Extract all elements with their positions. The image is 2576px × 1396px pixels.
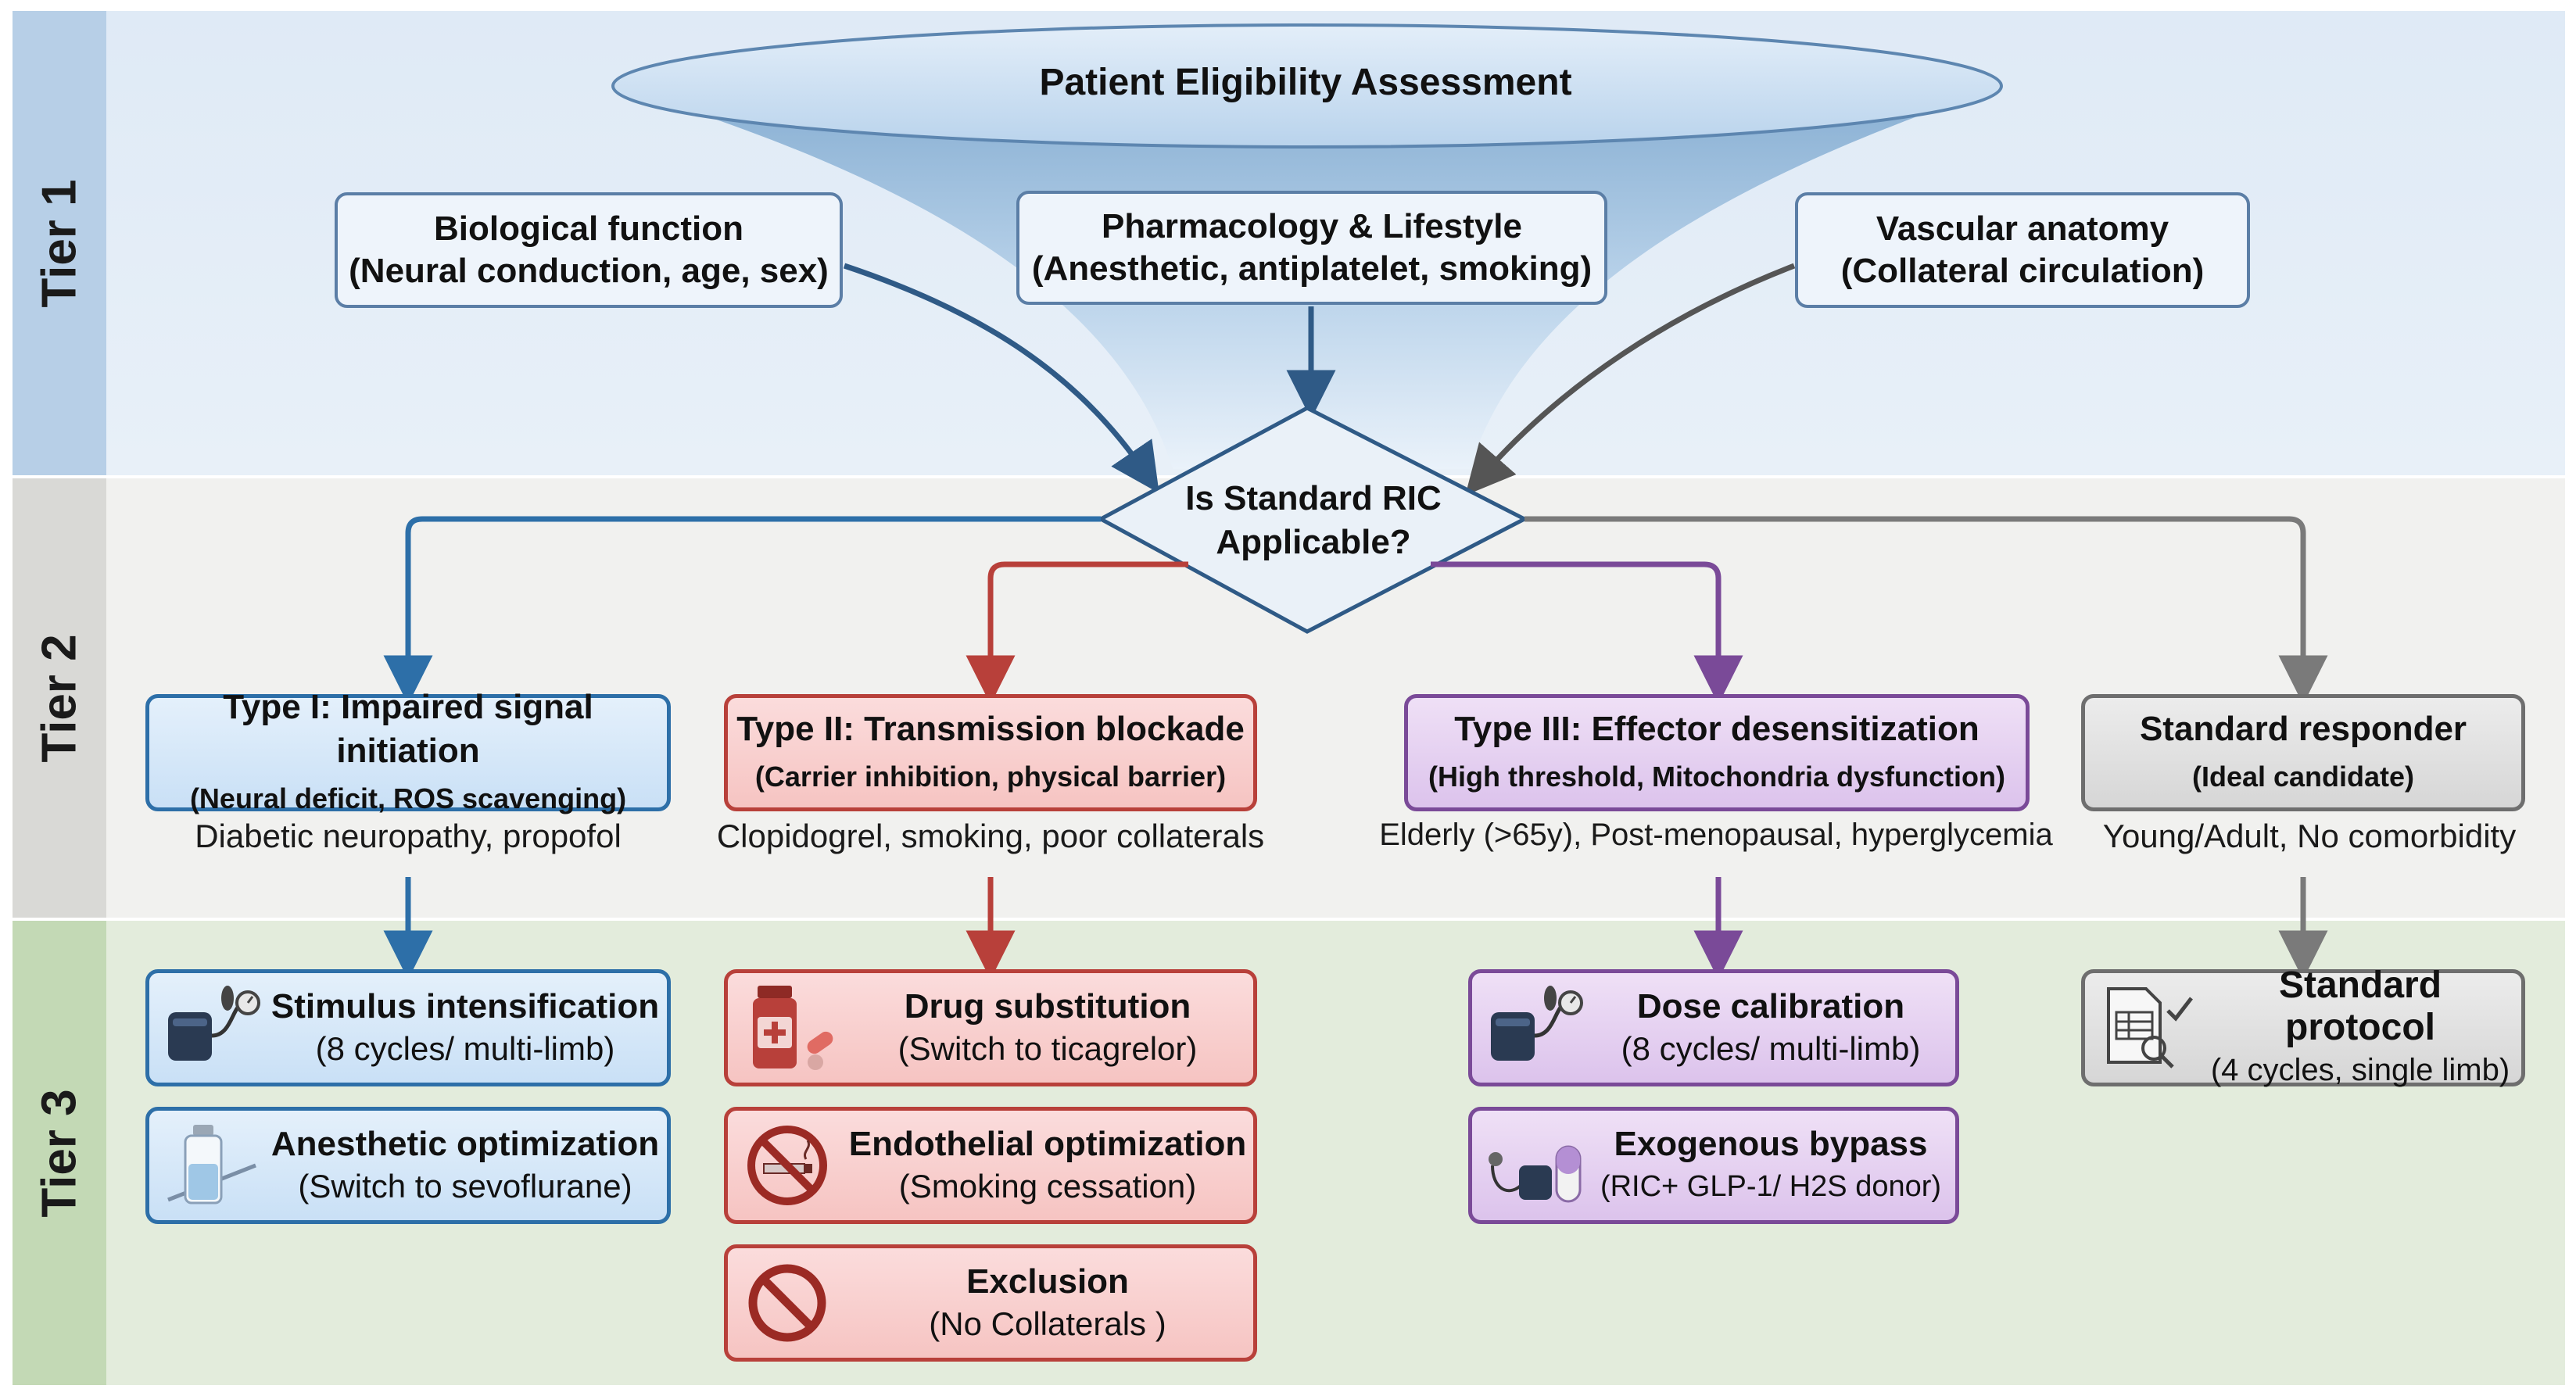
tier3-box-endothelial-optimization: Endothelial optimization (Smoking cessat… <box>724 1107 1257 1224</box>
tier1-box-vascular: Vascular anatomy (Collateral circulation… <box>1795 192 2250 308</box>
no-smoking-icon <box>747 1126 827 1205</box>
tier3-box-standard-protocol: Standard protocol (4 cycles, single limb… <box>2081 965 2525 1087</box>
tier3-label: Tier 3 <box>13 921 106 1385</box>
tier2-desc-type1: Diabetic neuropathy, propofol <box>195 818 622 854</box>
tier1-box-pharmacology: Pharmacology & Lifestyle (Anesthetic, an… <box>1016 191 1607 305</box>
arrow-vascular-to-decision <box>1465 263 1796 496</box>
protocol-checklist-icon <box>2107 987 2193 1068</box>
tier3-box-anesthetic-optimization: Anesthetic optimization (Switch to sevof… <box>145 1107 671 1224</box>
funnel-title: Patient Eligibility Assessment <box>1039 62 1572 103</box>
funnel-rim <box>611 23 2003 149</box>
branch-type3 <box>1431 561 1743 705</box>
anesthetic-vial-icon <box>167 1125 256 1204</box>
tier1-label: Tier 1 <box>13 11 106 475</box>
tier2-label: Tier 2 <box>13 478 106 918</box>
tier2-box-type2: Type II: Transmission blockade (Carrier … <box>724 694 1257 811</box>
decision-diamond <box>1096 406 1529 634</box>
tier2-desc-type3: Elderly (>65y), Post-menopausal, hypergl… <box>1379 818 2053 852</box>
tier3-box-drug-substitution: Drug substitution (Switch to ticagrelor) <box>724 969 1257 1086</box>
tier3-box-exogenous-bypass: Exogenous bypass (RIC+ GLP-1/ H2S donor) <box>1468 1107 1959 1224</box>
branch-type1 <box>383 516 1101 705</box>
tier2-desc-standard: Young/Adult, No comorbidity <box>2102 818 2517 854</box>
decision-label: Is Standard RIC Applicable? <box>1185 479 1442 561</box>
tier1-box-biological: Biological function (Neural conduction, … <box>335 192 843 308</box>
tier3-box-exclusion: Exclusion (No Collaterals ) <box>724 1244 1257 1362</box>
arrow-bio-to-decision <box>843 263 1159 494</box>
tier2-box-type1: Type I: Impaired signal initiation (Neur… <box>145 688 671 814</box>
tier3-box-dose-calibration: Dose calibration (8 cycles/ multi-limb) <box>1468 969 1959 1086</box>
blood-pressure-cuff-icon <box>168 986 260 1061</box>
blood-pressure-cuff-icon <box>1491 986 1583 1061</box>
cuff-and-pill-icon <box>1489 1145 1582 1203</box>
tier2-desc-type2: Clopidogrel, smoking, poor collaterals <box>716 818 1265 854</box>
tier2-box-standard: Standard responder (Ideal candidate) <box>2081 694 2525 811</box>
tier3-box-stimulus-intensification: Stimulus intensification (8 cycles/ mult… <box>145 969 671 1086</box>
medicine-bottle-icon <box>753 986 833 1070</box>
branch-standard <box>1524 516 2328 705</box>
branch-type2 <box>966 561 1188 705</box>
prohibited-icon <box>748 1264 826 1342</box>
tier2-box-type3: Type III: Effector desensitization (High… <box>1404 694 2030 811</box>
